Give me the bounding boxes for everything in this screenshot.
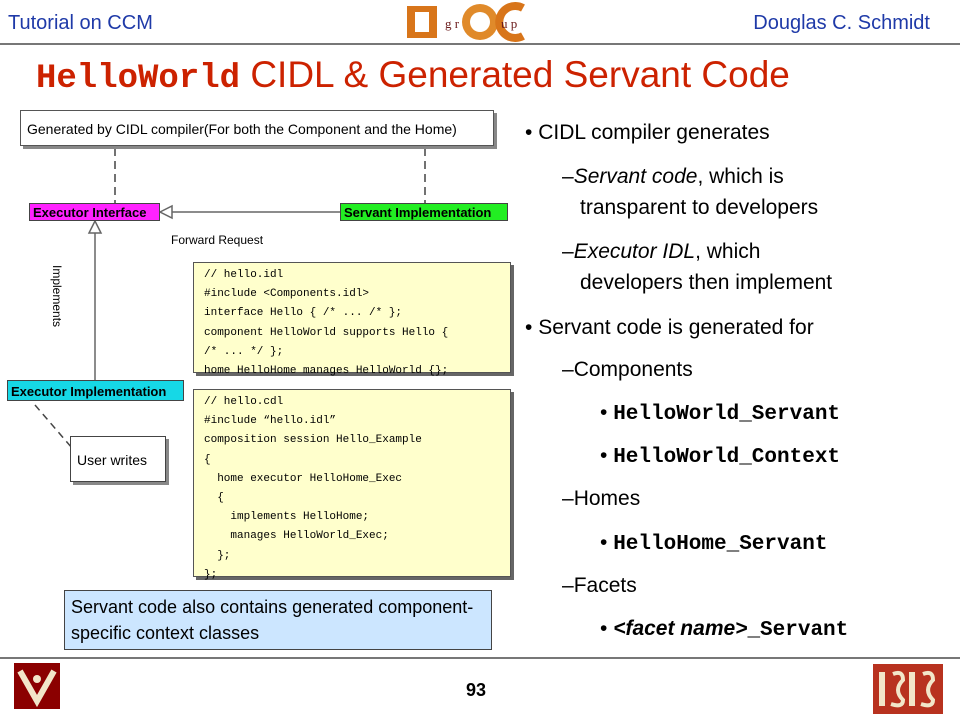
cdl-line: // hello.cdl <box>204 396 284 408</box>
slide-title: HelloWorld CIDL & Generated Servant Code <box>36 54 936 98</box>
header-divider <box>0 43 960 45</box>
header-right-text: Douglas C. Schmidt <box>753 12 930 34</box>
cdl-line: }; <box>204 568 218 581</box>
cdl-code-box: // hello.cdl #include “hello.idl” compos… <box>193 389 511 581</box>
cdl-line: { <box>204 492 224 505</box>
italic-term: <facet name> <box>613 617 748 640</box>
idl-line: // hello.idl <box>204 269 284 281</box>
bullet-text: Facets <box>573 574 637 597</box>
forward-request-label: Forward Request <box>171 233 264 247</box>
executor-interface-box: Executor Interface <box>29 203 160 221</box>
idl-code-box: // hello.idl #include <Components.idl> i… <box>193 262 511 377</box>
svg-text:g r: g r <box>445 16 460 31</box>
sub-bullet-homes: –Homes <box>562 487 641 510</box>
code-term: HelloWorld_Servant <box>613 403 841 426</box>
title-code-part: HelloWorld <box>36 60 241 98</box>
sub-bullet-executor-idl: –Executor IDL, which <box>562 240 761 263</box>
sub-bullet-facets: –Facets <box>562 574 637 597</box>
footer-divider <box>0 657 960 659</box>
italic-term: Executor IDL <box>573 240 696 263</box>
cdl-line: manages HelloWorld_Exec; <box>204 530 389 543</box>
item-helloworld-context: • HelloWorld_Context <box>600 444 841 469</box>
idl-line: /* ... */ }; <box>204 345 284 358</box>
code-term: HelloHome_Servant <box>613 533 828 556</box>
sub-bullet-line2: developers then implement <box>580 271 833 294</box>
servant-implementation-box: Servant Implementation <box>340 203 508 221</box>
sub-bullet-line2: transparent to developers <box>580 196 819 219</box>
page-number: 93 <box>466 680 487 700</box>
svg-text:u p: u p <box>501 16 517 31</box>
sub-bullet-servant-code: –Servant code, which is <box>562 165 784 188</box>
idl-line: interface Hello { /* ... /* }; <box>204 307 403 320</box>
item-helloworld-servant: • HelloWorld_Servant <box>600 401 841 426</box>
bullet-text: CIDL compiler generates <box>538 121 770 144</box>
italic-term: Servant code <box>573 165 698 188</box>
vanderbilt-logo <box>14 663 60 709</box>
bullet-text: , which is <box>697 165 784 188</box>
idl-line: component HelloWorld supports Hello { <box>204 326 449 339</box>
bullet-text: Components <box>573 358 693 381</box>
cdl-line: }; <box>204 549 231 562</box>
bullet-servant-generated: • Servant code is generated for <box>525 316 814 339</box>
code-term: HelloWorld_Context <box>613 446 841 469</box>
title-text-part: CIDL & Generated Servant Code <box>240 54 790 95</box>
item-facet-servant: • <facet name>_Servant <box>600 617 849 642</box>
bullet-cidl-generates: • CIDL compiler generates <box>525 121 770 144</box>
idl-line: home HelloHome manages HelloWorld {}; <box>204 365 449 378</box>
idl-line: #include <Components.idl> <box>204 288 370 301</box>
generated-note-box: Generated by CIDL compiler(For both the … <box>20 110 494 146</box>
code-term: _Servant <box>747 619 849 642</box>
cdl-line: { <box>204 453 211 466</box>
cdl-line: #include “hello.idl” <box>204 415 337 428</box>
bullet-text: Servant code is generated for <box>538 316 814 339</box>
implements-label: Implements <box>50 265 64 328</box>
servant-context-callout: Servant code also contains generated com… <box>64 590 492 650</box>
doc-group-logo: g r u p <box>405 2 555 42</box>
item-hellohome-servant: • HelloHome_Servant <box>600 531 828 556</box>
user-writes-box: User writes <box>70 436 166 482</box>
bullet-text: Homes <box>573 487 641 510</box>
cdl-line: composition session Hello_Example <box>204 434 422 447</box>
sub-bullet-components: –Components <box>562 358 693 381</box>
isis-logo <box>873 664 943 714</box>
bullet-text: , which <box>695 240 761 263</box>
cdl-line: implements HelloHome; <box>204 511 370 524</box>
executor-implementation-box: Executor Implementation <box>7 380 184 401</box>
header-left-text: Tutorial on CCM <box>8 12 153 34</box>
cdl-line: home executor HelloHome_Exec <box>204 472 403 485</box>
